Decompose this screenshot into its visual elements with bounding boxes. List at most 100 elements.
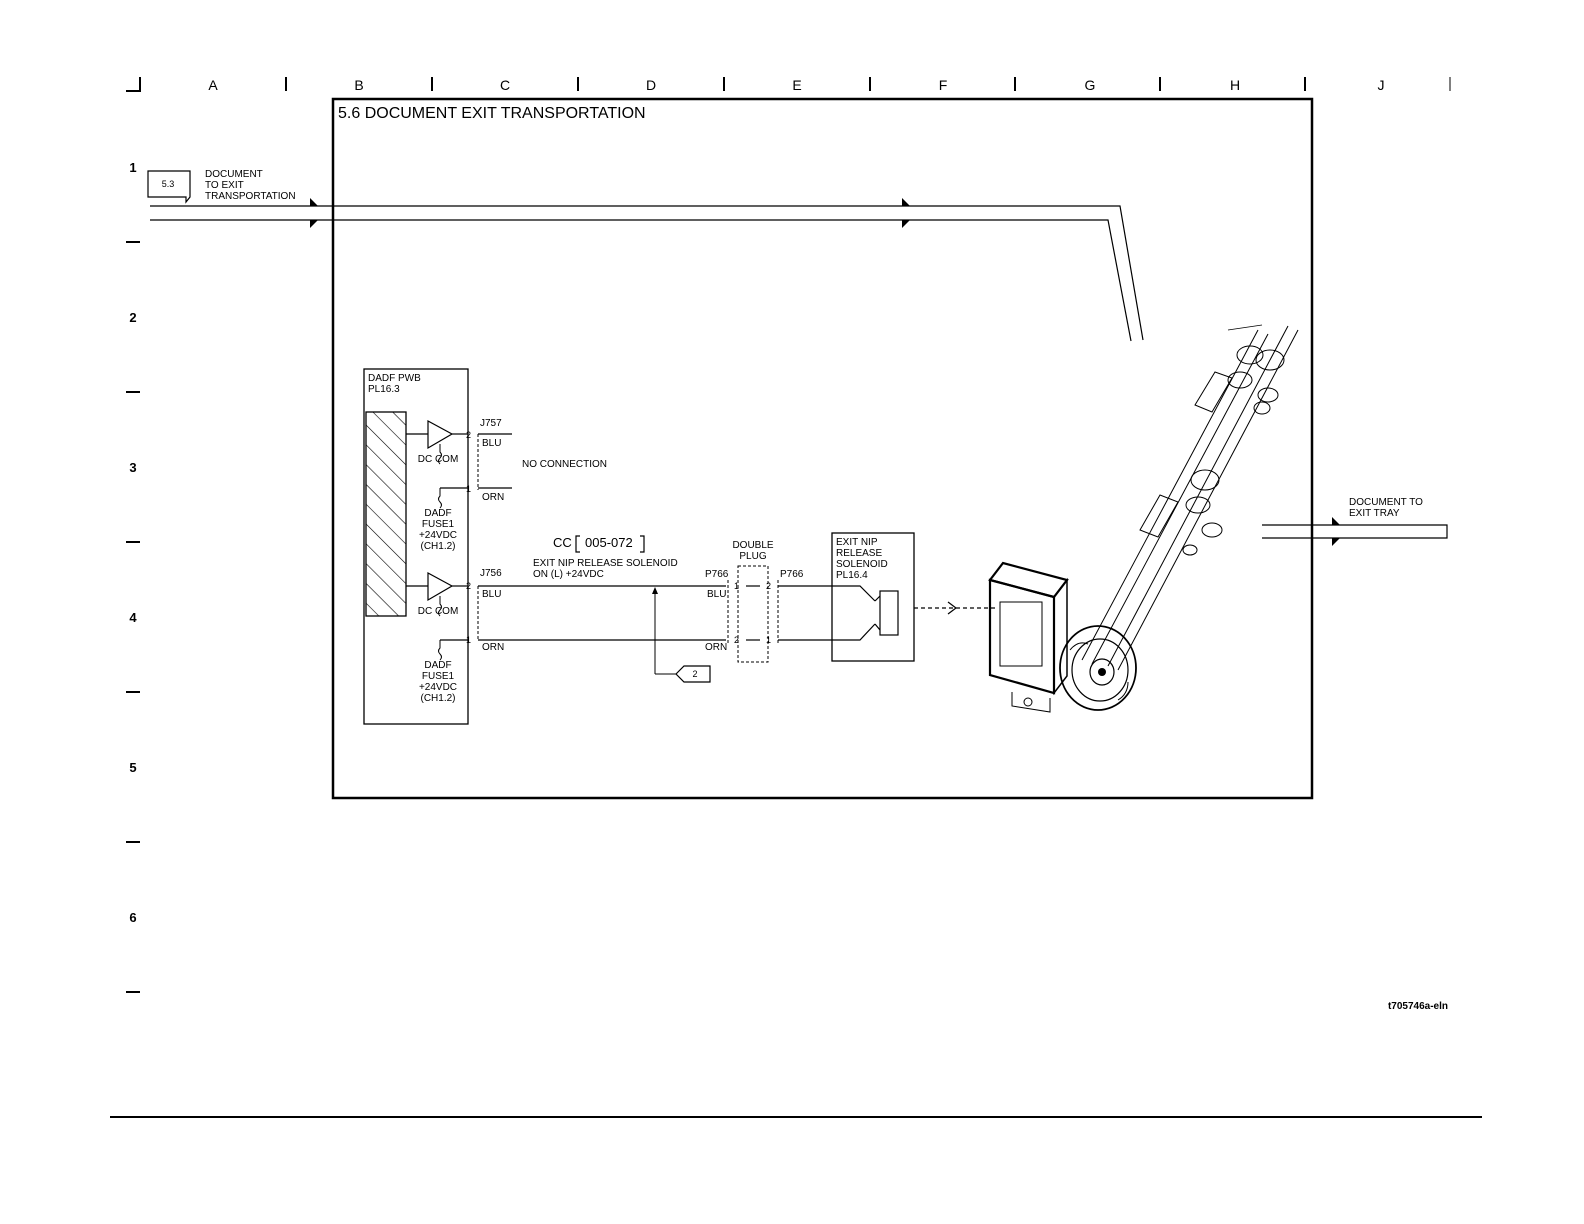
cc-bracket-left [575, 535, 580, 553]
exit-roll-assembly-illustration [988, 324, 1299, 713]
solenoid-body-top [988, 561, 1069, 599]
solenoid-label-4: PL16.4 [836, 570, 868, 581]
roller-icon [1185, 496, 1211, 514]
dadf-pwb-box [363, 368, 469, 725]
j756-wire-top-color: BLU [482, 589, 501, 600]
shaft-edge [1081, 329, 1259, 661]
path-arrow-mark [310, 198, 318, 206]
column-label-e: E [792, 77, 801, 93]
output-reference-line-1: DOCUMENT TO [1349, 497, 1423, 508]
fuse-label-2-line-1: DADF [424, 660, 451, 671]
row-grid: 1 2 3 4 5 6 [126, 160, 140, 993]
j757-pin-top: 2 [466, 430, 471, 440]
fuse-label-2-line-3: +24VDC [419, 682, 457, 693]
collar-icon [1182, 544, 1198, 556]
roller-icon [1255, 349, 1285, 371]
solenoid-coil-icon [879, 590, 899, 636]
column-grid: A B C D E F G H J [126, 77, 1451, 93]
shaft-edge [1107, 325, 1289, 667]
input-reference: 5.3 DOCUMENT TO EXIT TRANSPORTATION [147, 169, 296, 204]
dc-com-ground-icon [438, 444, 442, 465]
j756-pin-bottom: 1 [466, 635, 471, 645]
output-reference-line-2: EXIT TRAY [1349, 508, 1400, 519]
double-plug-pin-left-bottom: 2 [734, 635, 739, 645]
p766-left-wire-top-color: BLU [707, 589, 726, 600]
solenoid-label-1: EXIT NIP [836, 537, 878, 548]
double-plug: DOUBLE PLUG 1 2 2 1 [732, 540, 774, 663]
cc-bracket-right [640, 535, 645, 553]
roller-icon [1190, 469, 1220, 491]
j757-label: J757 [480, 418, 502, 429]
row-label-6: 6 [129, 910, 136, 925]
shaft-bracket [1139, 494, 1179, 538]
p766-left-wire-bottom-color: ORN [705, 642, 727, 653]
j756-pin-top: 2 [466, 581, 471, 591]
double-plug-pin-left-top: 1 [734, 581, 739, 591]
column-label-j: J [1378, 77, 1385, 93]
column-label-g: G [1085, 77, 1096, 93]
solenoid-body-window [999, 601, 1043, 667]
dadf-pwb-label-2: PL16.3 [368, 384, 400, 395]
solenoid-label-3: SOLENOID [836, 559, 888, 570]
gear-wheel-detail [1069, 642, 1129, 701]
grid-corner-mark [126, 77, 141, 92]
column-label-a: A [208, 77, 218, 93]
dc-com-ground-icon [438, 596, 442, 617]
input-reference-line-2: TO EXIT [205, 180, 244, 191]
mechanical-link-arrow [947, 601, 957, 615]
j756-wire-bottom-color: ORN [482, 642, 504, 653]
document-path [150, 198, 1144, 342]
dadf-pwb: DADF PWB PL16.3 DC COM DADF FUSE1 +24VDC… [363, 368, 469, 725]
input-reference-tag-label: 5.3 [162, 179, 175, 189]
output-path [1262, 524, 1448, 539]
solenoid-body-side [1053, 577, 1068, 696]
output-arrow-mark [1332, 517, 1340, 525]
column-label-b: B [354, 77, 363, 93]
fuse-label-1-line-3: +24VDC [419, 530, 457, 541]
path-arrow-mark [902, 220, 910, 228]
dc-com-label-1: DC COM [418, 454, 459, 465]
page-ref-tag-label: 2 [692, 669, 697, 679]
collar-icon [1253, 401, 1271, 415]
column-label-d: D [646, 77, 656, 93]
shaft-edge [1091, 333, 1269, 665]
roller-icon [1201, 522, 1223, 538]
driver-buffer-icon [427, 571, 454, 602]
solenoid-wire-top [778, 585, 876, 602]
input-reference-line-3: TRANSPORTATION [205, 191, 296, 202]
j757-wire-bottom-color: ORN [482, 492, 504, 503]
driver-buffer-icon [427, 419, 454, 450]
p766-left-label: P766 [705, 569, 729, 580]
roller-icon [1227, 371, 1253, 389]
p766-right-label: P766 [780, 569, 804, 580]
fuse-label-1-line-1: DADF [424, 508, 451, 519]
output-arrow-mark [1332, 538, 1340, 546]
gear-wheel-hub [1089, 658, 1115, 686]
section-frame [331, 97, 1314, 800]
input-reference-tag [147, 170, 191, 204]
input-reference-line-1: DOCUMENT [205, 169, 263, 180]
solenoid-box [831, 532, 915, 662]
cc-code: 005-072 [585, 535, 633, 550]
column-label-c: C [500, 77, 510, 93]
fuse-icon [438, 488, 442, 509]
solenoid-bracket [1011, 692, 1051, 713]
path-arrow-mark [310, 220, 318, 228]
solenoid-bracket-hole [1023, 697, 1033, 707]
test-point-arrowhead [652, 587, 658, 594]
row-label-1: 1 [129, 160, 136, 175]
roller-icon [1257, 387, 1279, 403]
column-label-h: H [1230, 77, 1240, 93]
path-arrow-mark [902, 198, 910, 206]
shaft-end [1227, 324, 1263, 331]
roller-icon [1236, 345, 1264, 365]
row-label-5: 5 [129, 760, 136, 775]
fuse-label-2-line-4: (CH1.2) [420, 693, 455, 704]
fuse-icon [438, 640, 442, 661]
section-title: 5.6 DOCUMENT EXIT TRANSPORTATION [338, 105, 646, 122]
figure-id: t705746a-eln [1388, 1001, 1448, 1012]
solenoid-coil-leads [874, 595, 881, 631]
gear-wheel-axle [1098, 668, 1106, 676]
double-plug-label-2: PLUG [739, 551, 766, 562]
j757-wire-top-color: BLU [482, 438, 501, 449]
